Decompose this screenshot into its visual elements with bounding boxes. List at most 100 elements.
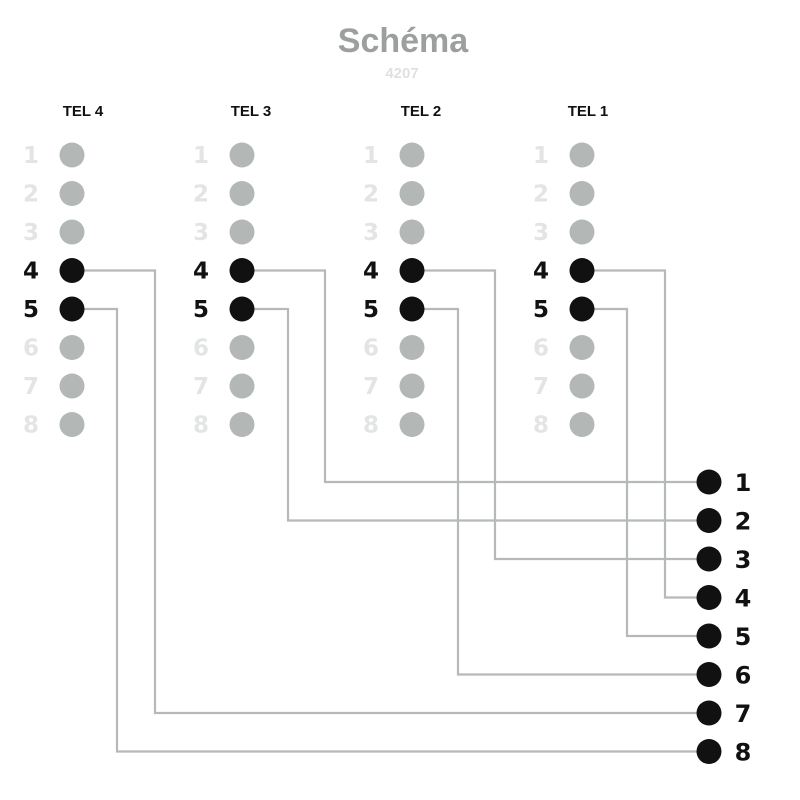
wire-tel-2-pin-4-to-3 xyxy=(412,269,709,561)
pin-number: 7 xyxy=(533,374,549,400)
output-pin-number: 7 xyxy=(735,700,752,728)
pin-number: 7 xyxy=(23,374,39,400)
port-tel-4: TEL 4 1 2 3 4 5 6 7 8 xyxy=(23,103,104,439)
output-pin-3 xyxy=(696,546,722,572)
pin-tel-1-5 xyxy=(569,296,595,322)
output-pin-4 xyxy=(696,585,722,610)
pin-number: 3 xyxy=(23,220,39,246)
pin-tel-4-4 xyxy=(59,258,85,283)
wire-tel-1-pin-5-to-5 xyxy=(582,307,709,638)
pin-tel-3-6 xyxy=(229,335,255,360)
pin-number: 3 xyxy=(363,220,379,246)
output-pin-number: 4 xyxy=(735,585,752,613)
pin-number: 8 xyxy=(533,413,549,439)
port-label: TEL 2 xyxy=(401,103,442,120)
pin-number: 4 xyxy=(193,259,209,285)
pin-number: 8 xyxy=(23,413,39,439)
pin-number: 1 xyxy=(193,143,209,169)
port-label: TEL 1 xyxy=(568,103,609,120)
pin-tel-4-8 xyxy=(59,412,85,437)
pin-number: 4 xyxy=(23,259,39,285)
pin-number: 7 xyxy=(193,374,209,400)
pin-number: 6 xyxy=(363,336,379,362)
port-label: TEL 3 xyxy=(231,103,272,120)
pin-number: 7 xyxy=(363,374,379,400)
pin-number: 8 xyxy=(363,413,379,439)
pin-tel-3-1 xyxy=(229,142,255,168)
pin-tel-2-7 xyxy=(399,373,425,399)
pin-tel-1-7 xyxy=(569,373,595,399)
port-tel-2: TEL 2 1 2 3 4 5 6 7 8 xyxy=(363,103,441,439)
port-tel-3: TEL 3 1 2 3 4 5 6 7 8 xyxy=(193,103,271,439)
pin-tel-2-6 xyxy=(399,335,425,360)
pin-number: 1 xyxy=(23,143,39,169)
output-pin-number: 8 xyxy=(735,739,752,767)
output-pin-1 xyxy=(696,469,722,495)
pin-number: 6 xyxy=(23,336,39,362)
pin-tel-4-2 xyxy=(59,181,85,206)
wire-tel-3-pin-4-to-1 xyxy=(242,269,709,484)
pin-tel-2-5 xyxy=(399,296,425,322)
pin-tel-2-2 xyxy=(399,181,425,206)
pin-number: 2 xyxy=(23,182,39,208)
pin-number: 5 xyxy=(23,297,39,323)
pin-number: 2 xyxy=(193,182,209,208)
pin-tel-3-2 xyxy=(229,181,255,206)
pin-number: 1 xyxy=(363,143,379,169)
pin-tel-2-8 xyxy=(399,412,425,437)
pin-tel-4-3 xyxy=(59,219,85,245)
output-pin-8 xyxy=(696,739,722,764)
pin-tel-3-5 xyxy=(229,296,255,322)
pin-tel-1-2 xyxy=(569,181,595,206)
pin-number: 1 xyxy=(533,143,549,169)
wires xyxy=(72,269,709,753)
pin-tel-3-3 xyxy=(229,219,255,245)
pin-number: 6 xyxy=(193,336,209,362)
schema-subtitle: 4207 xyxy=(385,65,418,82)
output-pin-number: 1 xyxy=(735,469,752,497)
pin-number: 3 xyxy=(193,220,209,246)
pin-tel-4-5 xyxy=(59,296,85,322)
pin-tel-1-3 xyxy=(569,219,595,245)
schema-title: Schéma xyxy=(338,22,469,60)
pin-tel-2-1 xyxy=(399,142,425,168)
output-connector: 1 2 3 4 5 6 7 8 xyxy=(696,469,752,767)
pin-tel-1-8 xyxy=(569,412,595,437)
pin-number: 2 xyxy=(533,182,549,208)
pin-tel-1-1 xyxy=(569,142,595,168)
output-pin-number: 2 xyxy=(735,508,752,536)
output-pin-number: 3 xyxy=(735,546,752,574)
pin-number: 4 xyxy=(533,259,549,285)
pin-tel-3-8 xyxy=(229,412,255,437)
pin-tel-4-1 xyxy=(59,142,85,168)
pin-tel-2-3 xyxy=(399,219,425,245)
pin-number: 5 xyxy=(193,297,209,323)
port-label: TEL 4 xyxy=(63,103,104,120)
pin-tel-3-4 xyxy=(229,258,255,283)
pin-tel-1-4 xyxy=(569,258,595,283)
pin-tel-4-7 xyxy=(59,373,85,399)
wire-tel-2-pin-5-to-6 xyxy=(412,307,709,676)
pin-number: 3 xyxy=(533,220,549,246)
pin-tel-1-6 xyxy=(569,335,595,360)
output-pin-2 xyxy=(696,508,722,533)
wire-tel-3-pin-5-to-2 xyxy=(242,307,709,522)
wire-tel-4-pin-4-to-7 xyxy=(72,269,709,715)
pin-tel-4-6 xyxy=(59,335,85,360)
output-pin-7 xyxy=(696,700,722,726)
pin-number: 5 xyxy=(363,297,379,323)
output-pin-number: 6 xyxy=(735,662,752,690)
pin-number: 2 xyxy=(363,182,379,208)
wire-tel-4-pin-5-to-8 xyxy=(72,307,709,753)
pin-number: 4 xyxy=(363,259,379,285)
wire-tel-1-pin-4-to-4 xyxy=(582,269,709,599)
pin-tel-2-4 xyxy=(399,258,425,283)
pin-tel-3-7 xyxy=(229,373,255,399)
pin-number: 8 xyxy=(193,413,209,439)
output-pin-6 xyxy=(696,662,722,687)
output-pin-number: 5 xyxy=(735,623,752,651)
